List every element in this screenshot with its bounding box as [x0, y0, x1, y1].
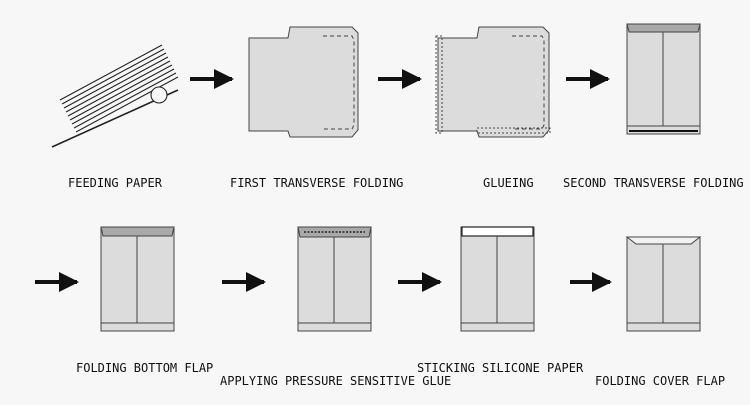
- step-label-feeding-paper: FEEDING PAPER: [68, 176, 162, 190]
- feeding-paper-illustration: [51, 44, 179, 148]
- folding-cover-flap-illustration: [625, 236, 702, 332]
- glueing-illustration: [435, 26, 551, 138]
- second-transverse-folding-illustration: [626, 23, 701, 135]
- sticking-silicone-paper-illustration: [460, 226, 535, 332]
- step-label-applying-pressure-sensitive-glue: APPLYING PRESSURE SENSITIVE GLUE: [220, 374, 452, 388]
- step-label-folding-bottom-flap: FOLDING BOTTOM FLAP: [76, 361, 214, 375]
- step-label-folding-cover-flap: FOLDING COVER FLAP: [595, 374, 726, 388]
- step-label-second-transverse-folding: SECOND TRANSVERSE FOLDING: [563, 176, 744, 190]
- folding-bottom-flap-illustration: [100, 226, 175, 332]
- first-transverse-folding-illustration: [248, 26, 359, 138]
- applying-glue-illustration: [297, 226, 372, 332]
- step-label-sticking-silicone-paper: STICKING SILICONE PAPER: [417, 361, 584, 375]
- step-label-first-transverse-folding: FIRST TRANSVERSE FOLDING: [230, 176, 404, 190]
- step-label-glueing: GLUEING: [483, 176, 534, 190]
